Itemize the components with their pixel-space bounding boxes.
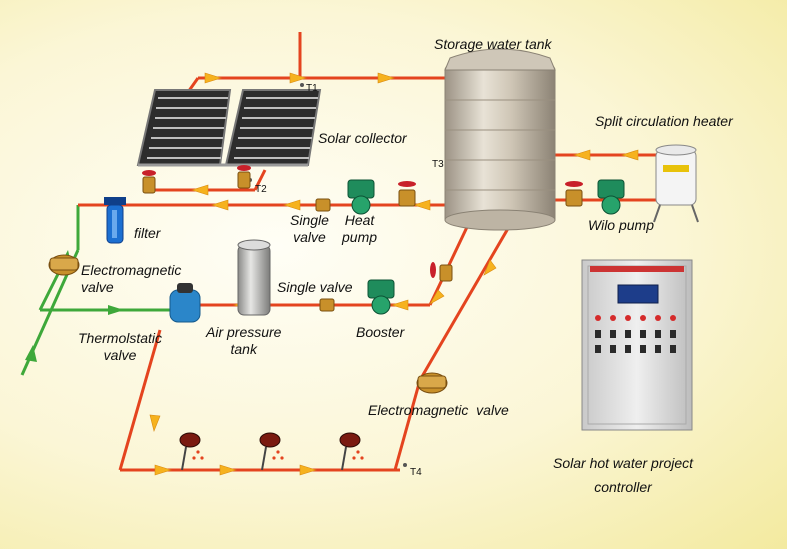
pressure-tank-icon: [237, 239, 271, 316]
wilo-pump-label: Wilo pump: [588, 217, 655, 233]
booster-label: Booster: [356, 324, 405, 340]
electromagnetic-valve-label-1: Electromagnetic valve: [81, 262, 182, 295]
single-valve-label-1: Single valve: [290, 212, 329, 245]
heater-icon: [653, 144, 699, 223]
circulation-pump-icon: [347, 179, 625, 315]
check-valve-icon: [315, 198, 335, 312]
t3-label: T3: [432, 159, 444, 170]
t1-label: T1: [306, 83, 318, 94]
controller-cabinet-icon: [581, 259, 693, 431]
controller-label: Solar hot water project controller: [553, 455, 694, 495]
electromagnetic-valve-label-2: Electromagnetic valve: [368, 402, 509, 418]
filter-icon: [104, 197, 126, 244]
thermostatic-valve-label: Thermolstatic valve: [78, 330, 163, 363]
storage-water-tank-label: Storage water tank: [434, 36, 552, 52]
solenoid-valve-icon: [48, 254, 448, 394]
t4-label: T4: [410, 467, 422, 478]
gate-valve-icon: [142, 165, 583, 282]
t2-label: T2: [255, 184, 267, 195]
storage-tank-icon: [444, 48, 556, 231]
air-pressure-tank-label: Air pressure tank: [206, 324, 282, 357]
shower-head-icon: [179, 432, 364, 471]
filter-label: filter: [134, 225, 161, 241]
split-circulation-heater-label: Split circulation heater: [595, 113, 733, 129]
solar-panel-icon: [136, 89, 322, 167]
solar-collector-label: Solar collector: [318, 130, 407, 146]
thermostatic-valve-icon: [169, 283, 201, 323]
heat-pump-label: Heat pump: [342, 212, 378, 245]
single-valve-label-2: Single valve: [277, 279, 353, 295]
